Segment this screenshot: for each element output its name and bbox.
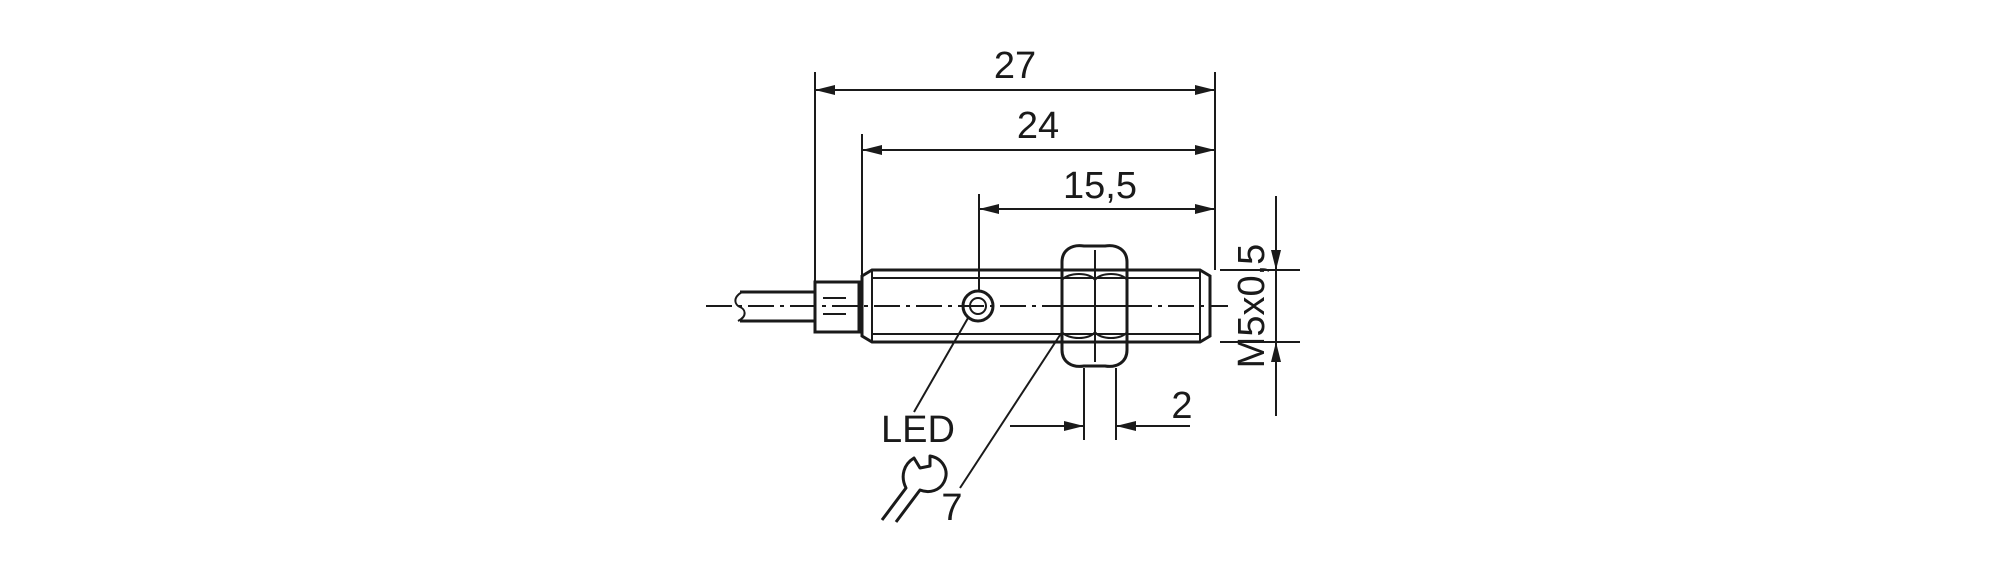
dimension-nut-thickness-label: 2 — [1171, 385, 1192, 427]
dimension-thread-size: M5x0,5 — [1231, 196, 1281, 416]
led-leader-line — [913, 317, 969, 413]
wrench-size-label: 7 — [941, 487, 962, 529]
dimension-overall-length: 27 — [815, 45, 1215, 95]
cable — [734, 290, 815, 323]
hex-nut — [1060, 244, 1129, 368]
dimension-housing-length-label: 24 — [1017, 105, 1059, 147]
dimension-thread-size-label: M5x0,5 — [1231, 244, 1273, 369]
sensor-housing — [860, 268, 1212, 344]
dimension-housing-length: 24 — [862, 105, 1215, 155]
dimension-thread-length: 15,5 — [979, 165, 1215, 214]
dimension-thread-length-label: 15,5 — [1063, 165, 1137, 207]
wrench-leader-line — [959, 331, 1063, 489]
cable-cap — [813, 280, 861, 334]
led-label: LED — [881, 409, 955, 451]
dimension-nut-thickness: 2 — [1010, 385, 1193, 431]
dimension-overall-length-label: 27 — [994, 45, 1036, 87]
wrench-icon — [880, 454, 948, 523]
